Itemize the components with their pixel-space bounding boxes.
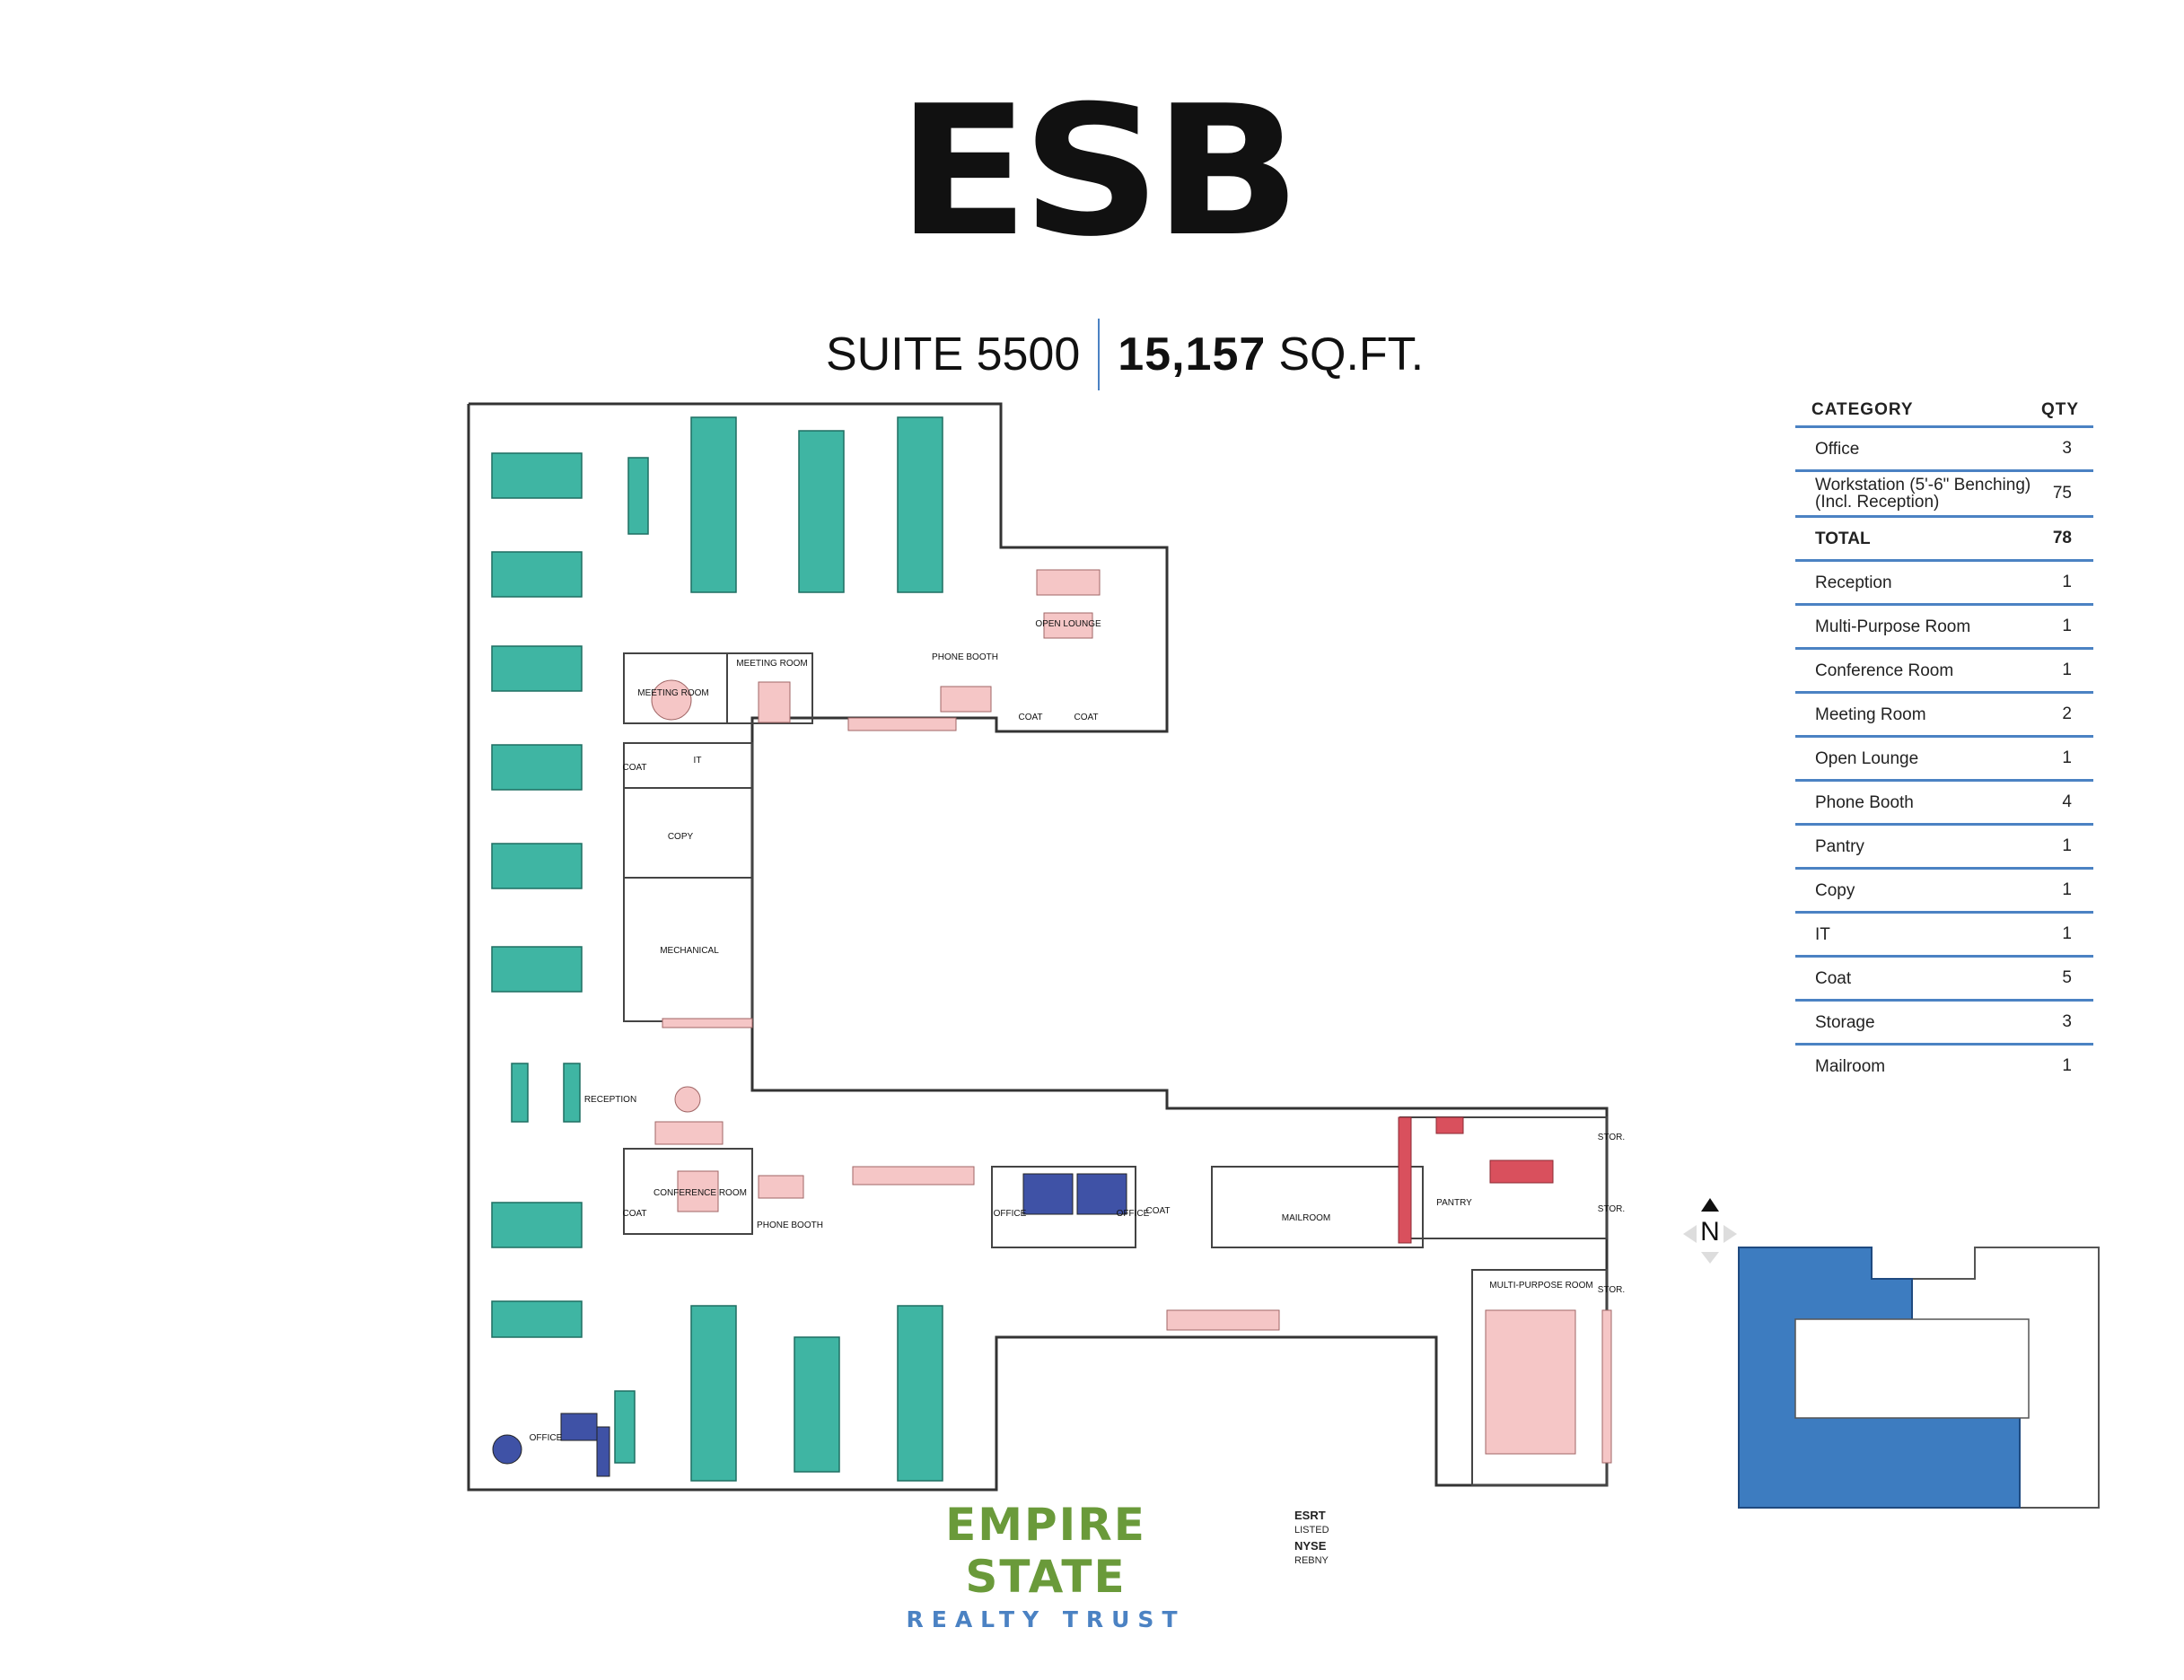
table-row: Open Lounge 1 xyxy=(1795,738,2093,782)
label-stor-1: STOR. xyxy=(1598,1133,1625,1142)
label-stor-3: STOR. xyxy=(1598,1285,1625,1295)
row-label: Storage xyxy=(1815,1012,1875,1032)
label-stor-2: STOR. xyxy=(1598,1204,1625,1214)
row-label: Mailroom xyxy=(1815,1056,1886,1076)
row-qty: 3 xyxy=(2062,1012,2072,1031)
inner-walls xyxy=(623,652,1608,1486)
row-qty: 5 xyxy=(2062,968,2072,987)
north-arrow-icon: N xyxy=(1683,1198,1737,1264)
label-multi-purpose-room: MULTI-PURPOSE ROOM xyxy=(1489,1281,1592,1291)
north-arrow: N xyxy=(1679,1194,1741,1265)
row-label: Pantry xyxy=(1815,836,1864,856)
esb-logo: ESB xyxy=(897,67,1301,276)
row-qty: 1 xyxy=(2062,661,2072,679)
table-row: Mailroom 1 xyxy=(1795,1046,2093,1087)
suite-number: SUITE 5500 xyxy=(826,328,1081,381)
label-reception: RECEPTION xyxy=(584,1095,636,1105)
badge-exchange: NYSE xyxy=(1294,1539,1327,1553)
row-qty: 3 xyxy=(2062,439,2072,458)
row-qty: 1 xyxy=(2062,573,2072,591)
label-meeting-room-2: MEETING ROOM xyxy=(736,659,807,669)
row-label: Multi-Purpose Room xyxy=(1815,617,1971,636)
label-mechanical: MECHANICAL xyxy=(660,946,719,956)
row-label: Coat xyxy=(1815,968,1852,988)
row-label: Office xyxy=(1815,439,1860,459)
row-qty: 1 xyxy=(2062,617,2072,635)
heading-divider xyxy=(1098,319,1101,390)
row-qty: 1 xyxy=(2062,1056,2072,1075)
table-header: CATEGORY QTY xyxy=(1795,393,2093,428)
header-qty: QTY xyxy=(2040,400,2079,419)
table-row-total: TOTAL 78 xyxy=(1795,518,2093,562)
badge-listed: LISTED xyxy=(1294,1525,1329,1536)
row-label: Meeting Room xyxy=(1815,704,1926,724)
row-qty: 1 xyxy=(2062,836,2072,855)
row-label: Conference Room xyxy=(1815,661,1954,680)
label-phone-booth-bottom: PHONE BOOTH xyxy=(757,1221,823,1230)
row-label: Reception xyxy=(1815,573,1892,592)
row-qty: 1 xyxy=(2062,880,2072,899)
table-row: Multi-Purpose Room 1 xyxy=(1795,606,2093,650)
table-row: Copy 1 xyxy=(1795,870,2093,914)
row-qty: 75 xyxy=(2052,484,2072,503)
row-label: Copy xyxy=(1815,880,1855,900)
walls xyxy=(467,402,1609,1492)
table-row: Coat 5 xyxy=(1795,958,2093,1002)
room-labels: MEETING ROOM MEETING ROOM PHONE BOOTH OP… xyxy=(530,619,1626,1443)
square-footage: 15,157 xyxy=(1118,328,1267,381)
label-it: IT xyxy=(694,756,702,766)
label-coat-1: COAT xyxy=(1018,713,1042,722)
table-row: Meeting Room 2 xyxy=(1795,694,2093,738)
label-phone-booth-top: PHONE BOOTH xyxy=(932,652,998,662)
quantity-table: CATEGORY QTY Office 3 Workstation (5'-6" … xyxy=(1795,393,2093,1087)
soft-furniture xyxy=(651,569,1612,1464)
badge-ticker: ESRT xyxy=(1294,1509,1326,1522)
label-coat-2: COAT xyxy=(1074,713,1098,722)
table-row: Phone Booth 4 xyxy=(1795,782,2093,826)
row-label: TOTAL xyxy=(1815,529,1871,548)
label-coat-left-2: COAT xyxy=(622,1209,646,1219)
brand-line-2: REALTY TRUST xyxy=(906,1606,1186,1632)
row-qty: 2 xyxy=(2062,704,2072,723)
key-plan xyxy=(1738,1247,2100,1509)
label-conference-room: CONFERENCE ROOM xyxy=(653,1188,747,1198)
pantry-furniture xyxy=(1398,1116,1554,1244)
table-row: Pantry 1 xyxy=(1795,826,2093,870)
row-qty: 78 xyxy=(2052,529,2072,547)
table-row: Office 3 xyxy=(1795,428,2093,472)
header-category: CATEGORY xyxy=(1811,400,1914,419)
workstations xyxy=(491,416,943,1482)
table-row: Conference Room 1 xyxy=(1795,650,2093,694)
label-coat-mid: COAT xyxy=(1145,1206,1170,1216)
label-copy: COPY xyxy=(668,832,694,842)
brand-line-1: EMPIRE STATE xyxy=(945,1499,1146,1603)
row-label: Workstation (5'-6" Benching) (Incl. Rece… xyxy=(1815,476,2031,512)
table-row: IT 1 xyxy=(1795,914,2093,958)
row-label: Open Lounge xyxy=(1815,748,1919,768)
label-pantry: PANTRY xyxy=(1436,1198,1472,1208)
label-office-sw: OFFICE xyxy=(530,1433,563,1443)
square-footage-unit: SQ.FT. xyxy=(1278,328,1425,381)
row-qty: 4 xyxy=(2062,792,2072,811)
row-label: IT xyxy=(1815,924,1830,944)
nyse-badge: ESRT LISTED NYSE REBNY xyxy=(1294,1508,1329,1569)
office-furniture xyxy=(492,1173,1127,1477)
empire-state-logo: EMPIRE STATE REALTY TRUST xyxy=(857,1499,1234,1632)
row-qty: 1 xyxy=(2062,924,2072,943)
table-row: Workstation (5'-6" Benching) (Incl. Rece… xyxy=(1795,472,2093,518)
label-open-lounge: OPEN LOUNGE xyxy=(1035,619,1101,629)
row-qty: 1 xyxy=(2062,748,2072,767)
table-row: Reception 1 xyxy=(1795,562,2093,606)
north-label: N xyxy=(1700,1217,1720,1247)
label-coat-left: COAT xyxy=(622,763,646,773)
label-meeting-room-1: MEETING ROOM xyxy=(637,688,708,698)
label-office-b: OFFICE xyxy=(1117,1209,1150,1219)
table-row: Storage 3 xyxy=(1795,1002,2093,1046)
label-office-a: OFFICE xyxy=(994,1209,1027,1219)
suite-heading: SUITE 5500 15,157 SQ.FT. xyxy=(826,319,1424,390)
badge-rebny: REBNY xyxy=(1294,1555,1329,1566)
row-label: Phone Booth xyxy=(1815,792,1914,812)
label-mailroom: MAILROOM xyxy=(1282,1213,1330,1223)
